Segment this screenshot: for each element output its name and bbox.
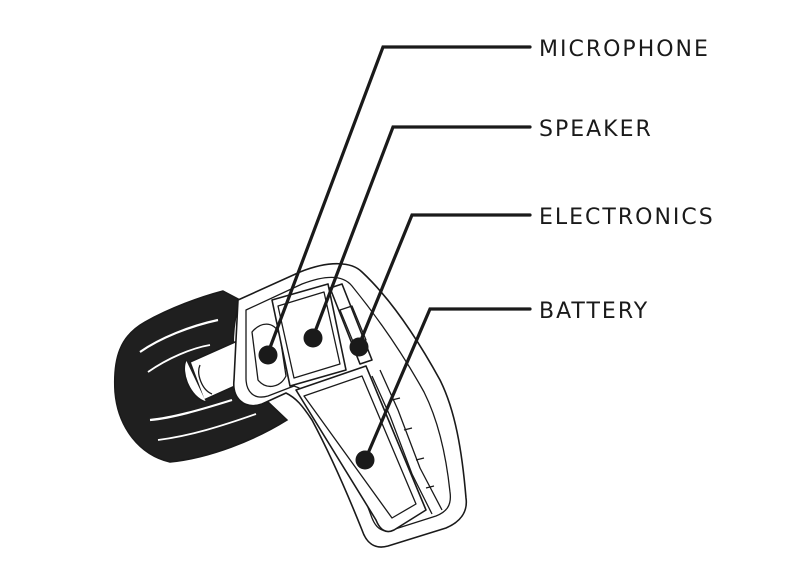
battery-cell [295, 365, 427, 533]
microphone-marker [258, 345, 278, 365]
microphone-leader-line [266, 45, 532, 355]
speaker-label: SPEAKER [539, 117, 653, 142]
battery-label: BATTERY [539, 299, 649, 324]
battery-marker [355, 450, 375, 470]
speaker-marker [303, 328, 323, 348]
electronics-leader-line [357, 213, 532, 347]
microphone-label: MICROPHONE [539, 37, 710, 62]
electronics-label: ELECTRONICS [539, 205, 715, 230]
callout-microphone: MICROPHONE [258, 37, 710, 365]
microphone-chamber [251, 323, 287, 387]
callout-speaker: SPEAKER [303, 117, 653, 348]
electronics-marker [349, 337, 369, 357]
speaker-leader-line [311, 125, 532, 339]
battery-leader-line [364, 307, 532, 460]
callout-battery: BATTERY [355, 299, 649, 470]
callout-electronics: ELECTRONICS [349, 205, 715, 357]
